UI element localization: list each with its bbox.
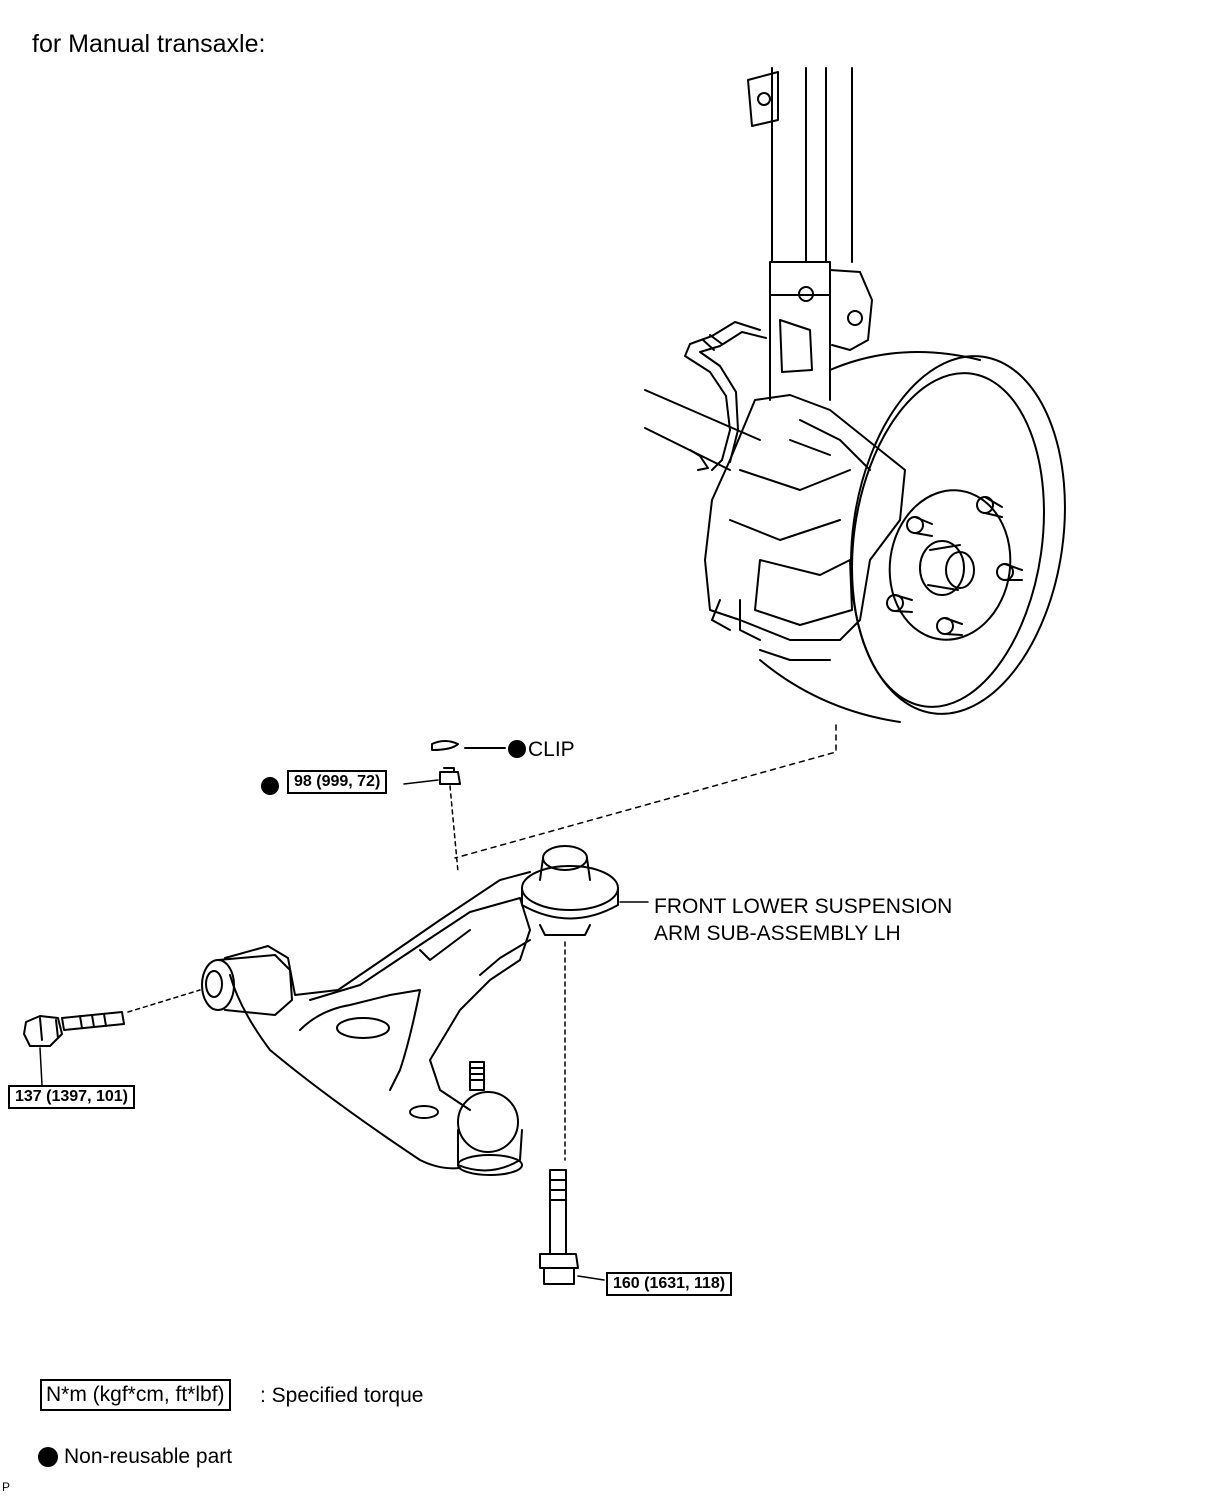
nonreusable-marker-clip: [508, 740, 526, 758]
strut-assembly: [747, 67, 873, 401]
arm-label-line2: ARM SUB-ASSEMBLY LH: [654, 922, 901, 945]
brake-caliper: [704, 394, 906, 661]
corner-mark: P: [2, 1480, 11, 1494]
brake-hose: [684, 321, 767, 471]
ball-joint-nut: [439, 767, 461, 873]
torque-rear-bolt: 160 (1631, 118): [606, 1272, 733, 1296]
legend-nonreusable-desc: Non-reusable part: [64, 1445, 233, 1468]
front-bolt: [23, 989, 201, 1047]
brake-rotor: [759, 351, 1066, 723]
ball-joint: [457, 1061, 523, 1176]
torque-ball-joint-nut: 98 (999, 72): [287, 770, 388, 794]
knuckle-leader-dashed: [454, 724, 837, 859]
rear-bolt: [539, 1169, 579, 1285]
nonreusable-marker-nut: [261, 777, 279, 795]
clip-part: [431, 740, 506, 751]
lower-control-arm: [224, 871, 531, 1170]
torque-leader-nut: [403, 779, 439, 785]
torque-leader-rear: [577, 1275, 605, 1281]
torque-front-bolt: 137 (1397, 101): [8, 1085, 135, 1109]
torque-leader-front: [39, 1047, 43, 1086]
clip-label: CLIP: [528, 738, 575, 761]
page-title: for Manual transaxle:: [32, 30, 266, 58]
front-bushing: [201, 954, 293, 1016]
wheel-hub: [886, 489, 1023, 641]
arm-label-line1: FRONT LOWER SUSPENSION: [654, 895, 953, 918]
nonreusable-legend-icon: [38, 1447, 58, 1467]
legend-torque-desc: : Specified torque: [260, 1384, 424, 1407]
rear-bushing: [521, 845, 619, 1161]
legend-torque-unit: N*m (kgf*cm, ft*lbf): [40, 1379, 231, 1411]
